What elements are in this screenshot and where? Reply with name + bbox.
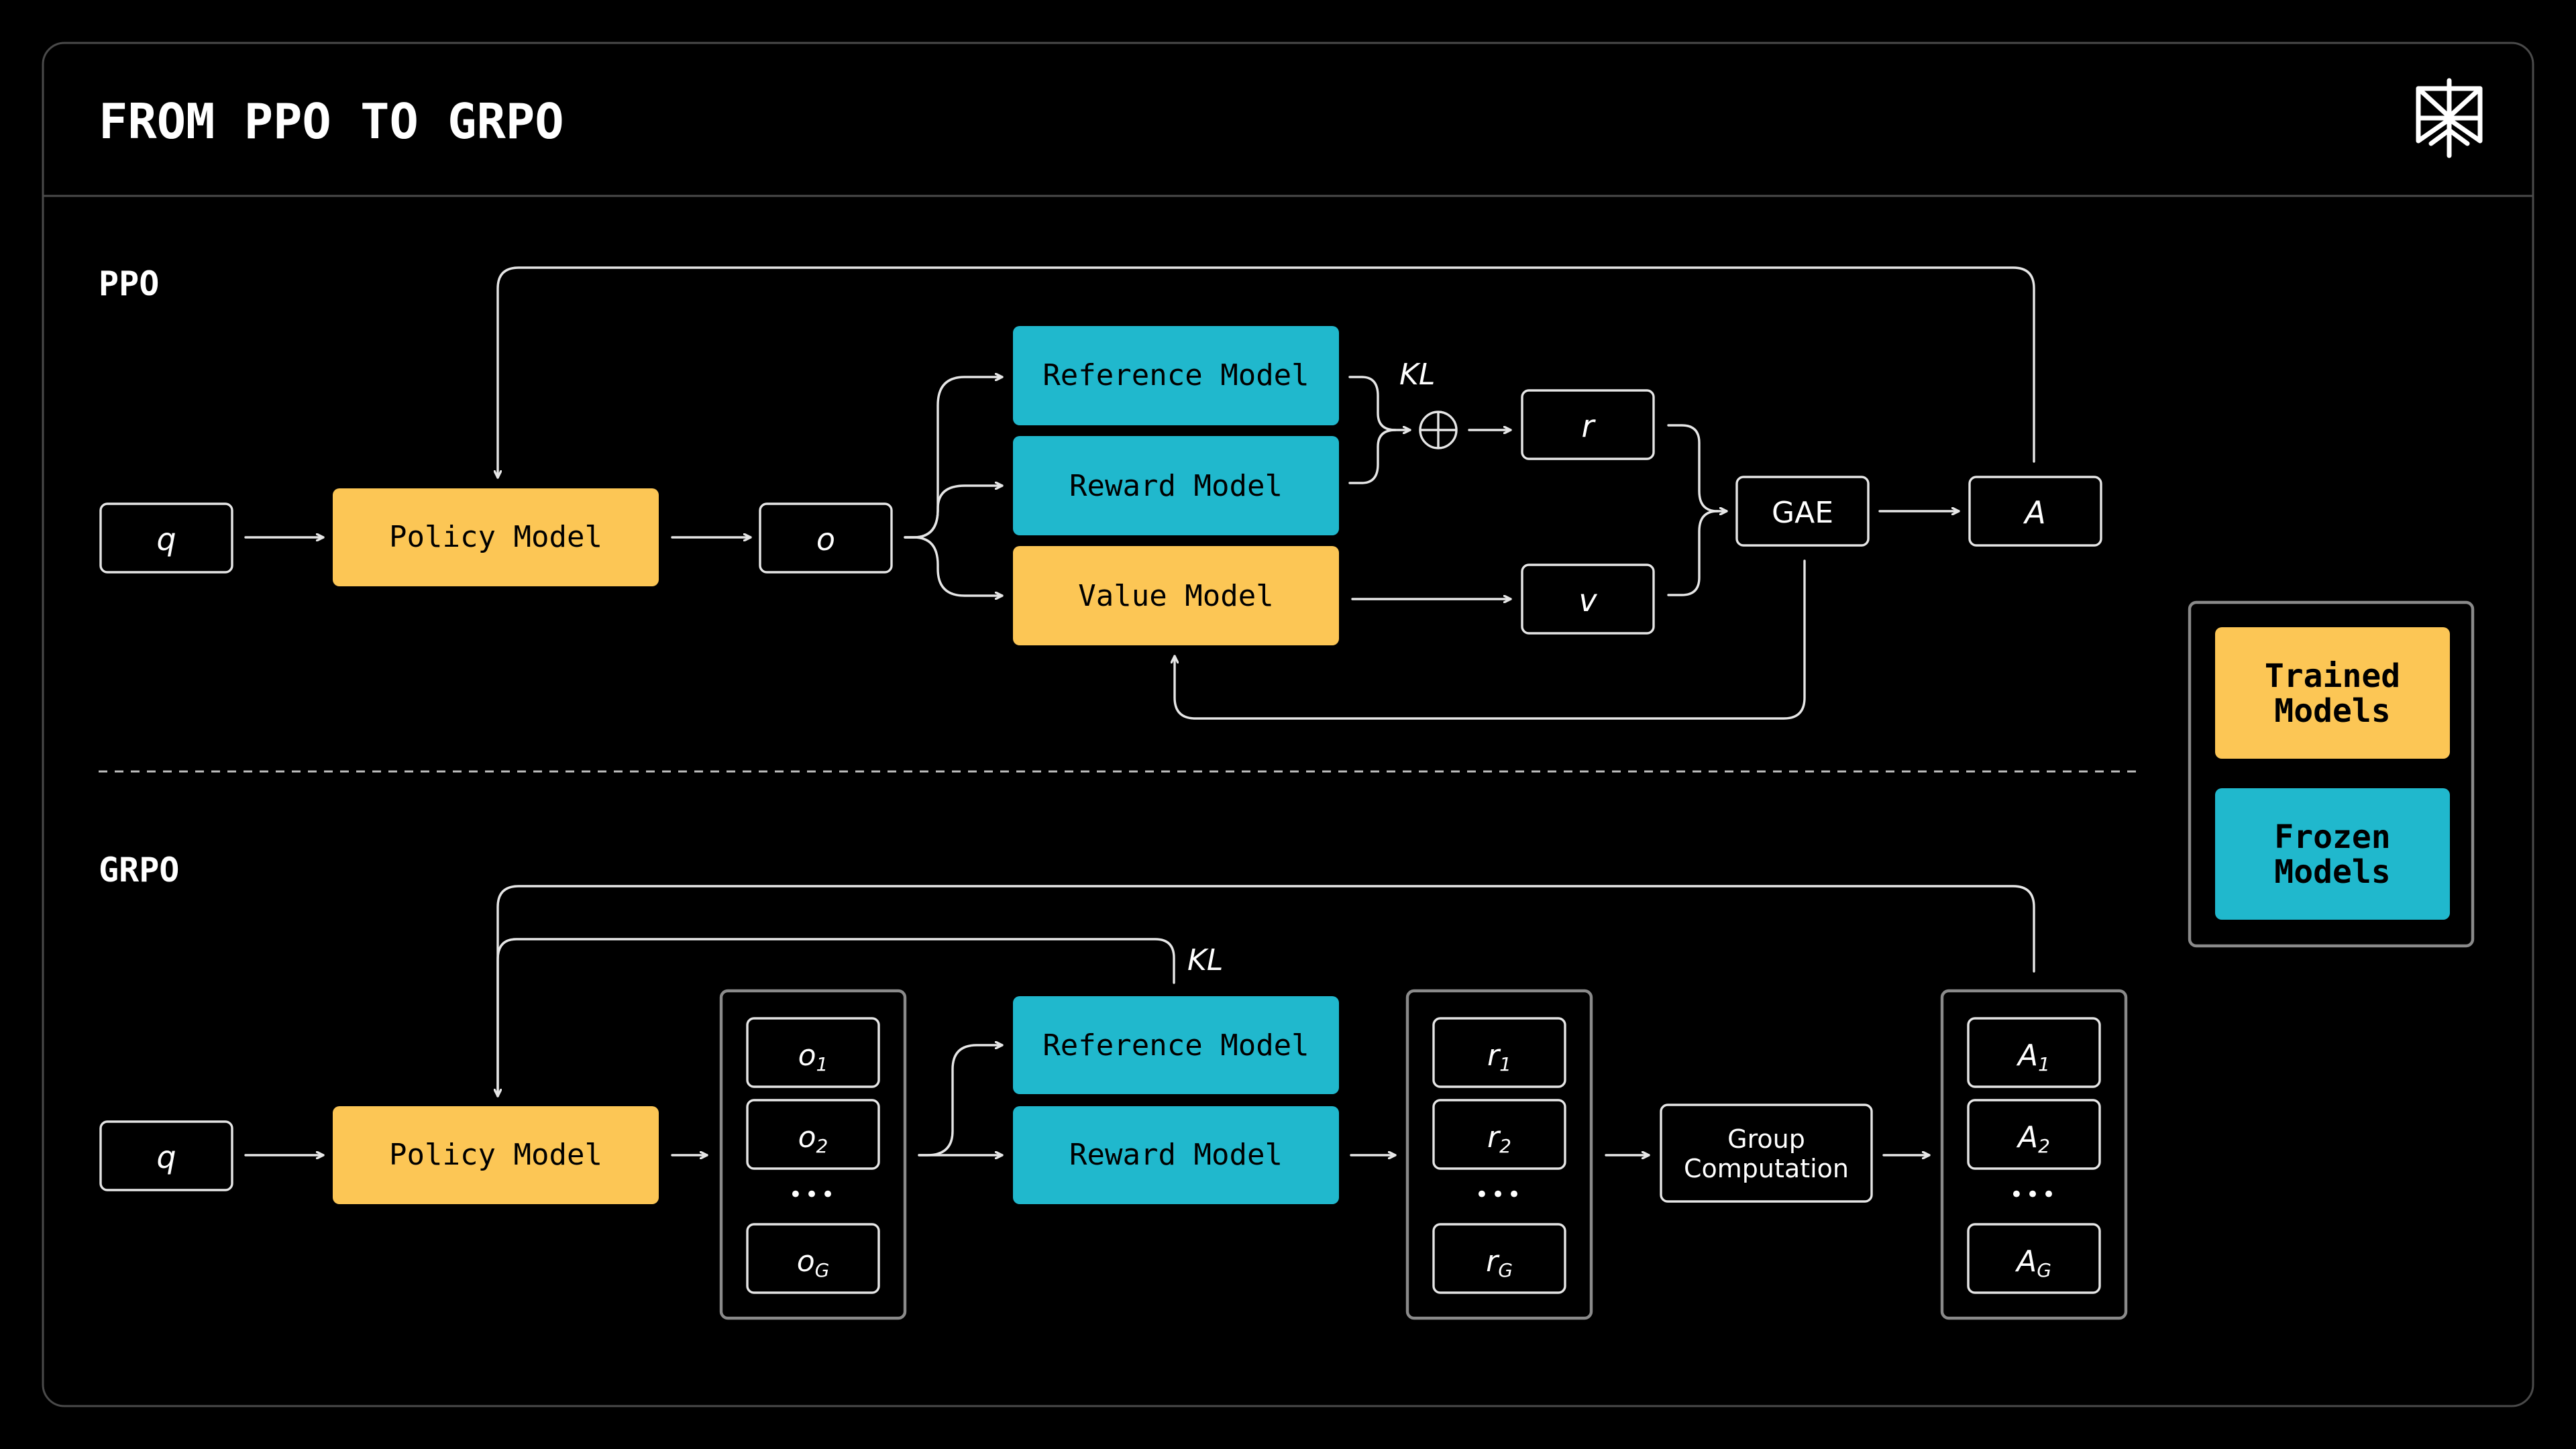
grpo-output-o1: o1 xyxy=(746,1017,880,1088)
svg-text:Models: Models xyxy=(2274,692,2390,730)
ppo-edge-v-gae xyxy=(1667,510,1719,596)
grpo-outputs-group: o1 o2 ••• oG xyxy=(719,989,907,1320)
ppo-edge-reward-kl xyxy=(1348,429,1397,484)
ppo-policy-model: Policy Model xyxy=(333,488,659,586)
svg-text:r2: r2 xyxy=(1487,1120,1511,1157)
grpo-reward-r1: r1 xyxy=(1432,1017,1566,1088)
card-frame xyxy=(42,42,2534,1407)
grpo-q-node: q xyxy=(99,1120,233,1191)
svg-text:A: A xyxy=(2023,494,2045,531)
svg-text:Models: Models xyxy=(2274,853,2390,891)
grpo-group-computation-node: Group Computation xyxy=(1660,1104,1873,1203)
grpo-section-label: GRPO xyxy=(99,851,179,890)
svg-text:r: r xyxy=(1582,408,1597,444)
svg-text:Reference Model: Reference Model xyxy=(1042,1028,1309,1063)
grpo-reward-r2: r2 xyxy=(1432,1099,1566,1170)
ppo-edge-a-policy-feedback xyxy=(498,266,2035,479)
svg-text:o: o xyxy=(816,521,835,557)
grpo-advantages-group: A1 A2 ••• AG xyxy=(1940,989,2128,1320)
legend: Trained Models Frozen Models xyxy=(2188,600,2475,948)
svg-text:v: v xyxy=(1578,582,1597,619)
grpo-advantage-a2: A2 xyxy=(1967,1099,2101,1170)
ppo-o-node: o xyxy=(759,502,893,574)
ppo-edge-gae-value-feedback xyxy=(1175,559,1806,720)
grpo-rewards-ellipsis: ••• xyxy=(1475,1181,1523,1208)
legend-frozen-models: Frozen Models xyxy=(2215,788,2450,920)
svg-text:q: q xyxy=(156,521,176,557)
grpo-advantages-ellipsis: ••• xyxy=(2010,1181,2058,1208)
ppo-edge-r-gae xyxy=(1667,424,1728,511)
svg-text:Reward Model: Reward Model xyxy=(1069,469,1283,503)
page-title: FROM PPO TO GRPO xyxy=(99,93,564,150)
ppo-value-model: Value Model xyxy=(1013,546,1339,645)
svg-text:GAE: GAE xyxy=(1772,496,1833,530)
grpo-advantage-ag: AG xyxy=(1967,1223,2101,1294)
svg-text:o1: o1 xyxy=(798,1038,828,1075)
grpo-reference-model: Reference Model xyxy=(1013,996,1339,1094)
grpo-edge-outputs-reference xyxy=(918,1045,1004,1157)
kl-plus-operator-icon xyxy=(1419,411,1458,449)
ppo-gae-node: GAE xyxy=(1735,476,1870,547)
svg-text:Reference Model: Reference Model xyxy=(1042,358,1309,392)
ppo-v-node: v xyxy=(1521,564,1655,635)
svg-text:Group: Group xyxy=(1727,1124,1805,1154)
ppo-q-node: q xyxy=(99,502,233,574)
svg-text:Policy Model: Policy Model xyxy=(389,1138,602,1172)
svg-text:Frozen: Frozen xyxy=(2274,818,2390,856)
svg-text:Trained: Trained xyxy=(2265,657,2400,695)
ppo-reference-model: Reference Model xyxy=(1013,326,1339,425)
ppo-connectors xyxy=(244,266,2035,720)
svg-text:o2: o2 xyxy=(798,1120,828,1157)
grpo-policy-model: Policy Model xyxy=(333,1106,659,1204)
svg-text:q: q xyxy=(156,1139,176,1175)
svg-text:oG: oG xyxy=(797,1244,830,1281)
grpo-output-o2: o2 xyxy=(746,1099,880,1170)
grpo-output-og: oG xyxy=(746,1223,880,1294)
grpo-kl-label: KL xyxy=(1187,943,1223,977)
grpo-reward-rg: rG xyxy=(1432,1223,1566,1294)
svg-text:Value Model: Value Model xyxy=(1078,579,1273,613)
grpo-rewards-group: r1 r2 ••• rG xyxy=(1405,989,1593,1320)
ppo-edge-o-reward xyxy=(904,486,1004,539)
svg-text:Computation: Computation xyxy=(1684,1154,1849,1183)
svg-text:A2: A2 xyxy=(2016,1120,2050,1157)
svg-text:rG: rG xyxy=(1486,1244,1513,1281)
svg-text:Reward Model: Reward Model xyxy=(1069,1138,1283,1172)
ppo-r-node: r xyxy=(1521,389,1655,460)
grpo-edge-advantages-policy xyxy=(496,885,2035,1097)
svg-text:r1: r1 xyxy=(1487,1038,1511,1075)
ppo-reward-model: Reward Model xyxy=(1013,436,1339,535)
ppo-a-node: A xyxy=(1968,476,2102,547)
ppo-edge-o-value xyxy=(904,536,1004,596)
svg-text:Policy Model: Policy Model xyxy=(389,520,602,554)
grpo-reward-model: Reward Model xyxy=(1013,1106,1339,1204)
ppo-section-label: PPO xyxy=(99,264,159,303)
legend-trained-models: Trained Models xyxy=(2215,627,2450,759)
svg-text:AG: AG xyxy=(2015,1244,2051,1281)
ppo-kl-label: KL xyxy=(1399,358,1435,392)
grpo-outputs-ellipsis: ••• xyxy=(789,1181,837,1208)
ppo-edge-ref-kl xyxy=(1348,376,1411,430)
grpo-connectors xyxy=(244,885,2035,1157)
perplexity-logo-icon xyxy=(2416,78,2483,158)
svg-text:A1: A1 xyxy=(2016,1038,2050,1075)
grpo-advantage-a1: A1 xyxy=(1967,1017,2101,1088)
